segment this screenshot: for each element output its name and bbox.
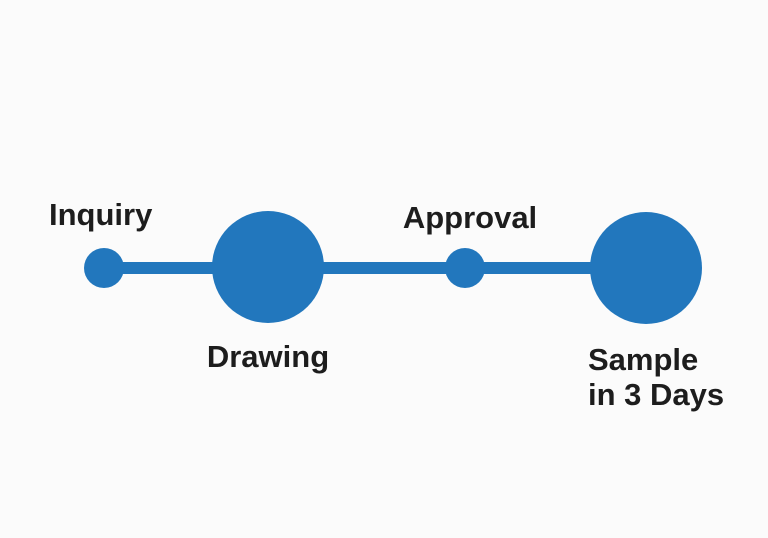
step-label-inquiry: Inquiry [49,197,153,232]
step-label-approval: Approval [402,200,538,235]
step-label-drawing: Drawing [206,339,330,374]
timeline-node-sample [590,212,702,324]
step-label-sample-in-3-days: Sample in 3 Days [588,342,725,412]
timeline-node-approval [445,248,485,288]
timeline-node-drawing [212,211,324,323]
timeline-connector-line [104,262,646,274]
timeline-node-inquiry [84,248,124,288]
